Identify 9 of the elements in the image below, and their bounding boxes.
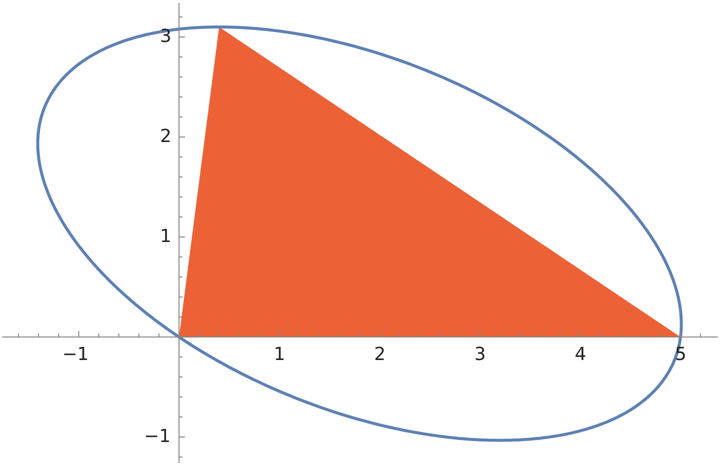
tick-label: −1 — [144, 427, 171, 447]
tick-label: −1 — [62, 345, 89, 365]
tick-label: 3 — [474, 345, 486, 365]
tick-label: 2 — [160, 127, 172, 147]
tick-label: 3 — [160, 27, 172, 47]
tick-label: 4 — [574, 345, 586, 365]
tick-label: 1 — [160, 227, 172, 247]
tick-label: 2 — [374, 345, 386, 365]
tick-label: 1 — [274, 345, 286, 365]
